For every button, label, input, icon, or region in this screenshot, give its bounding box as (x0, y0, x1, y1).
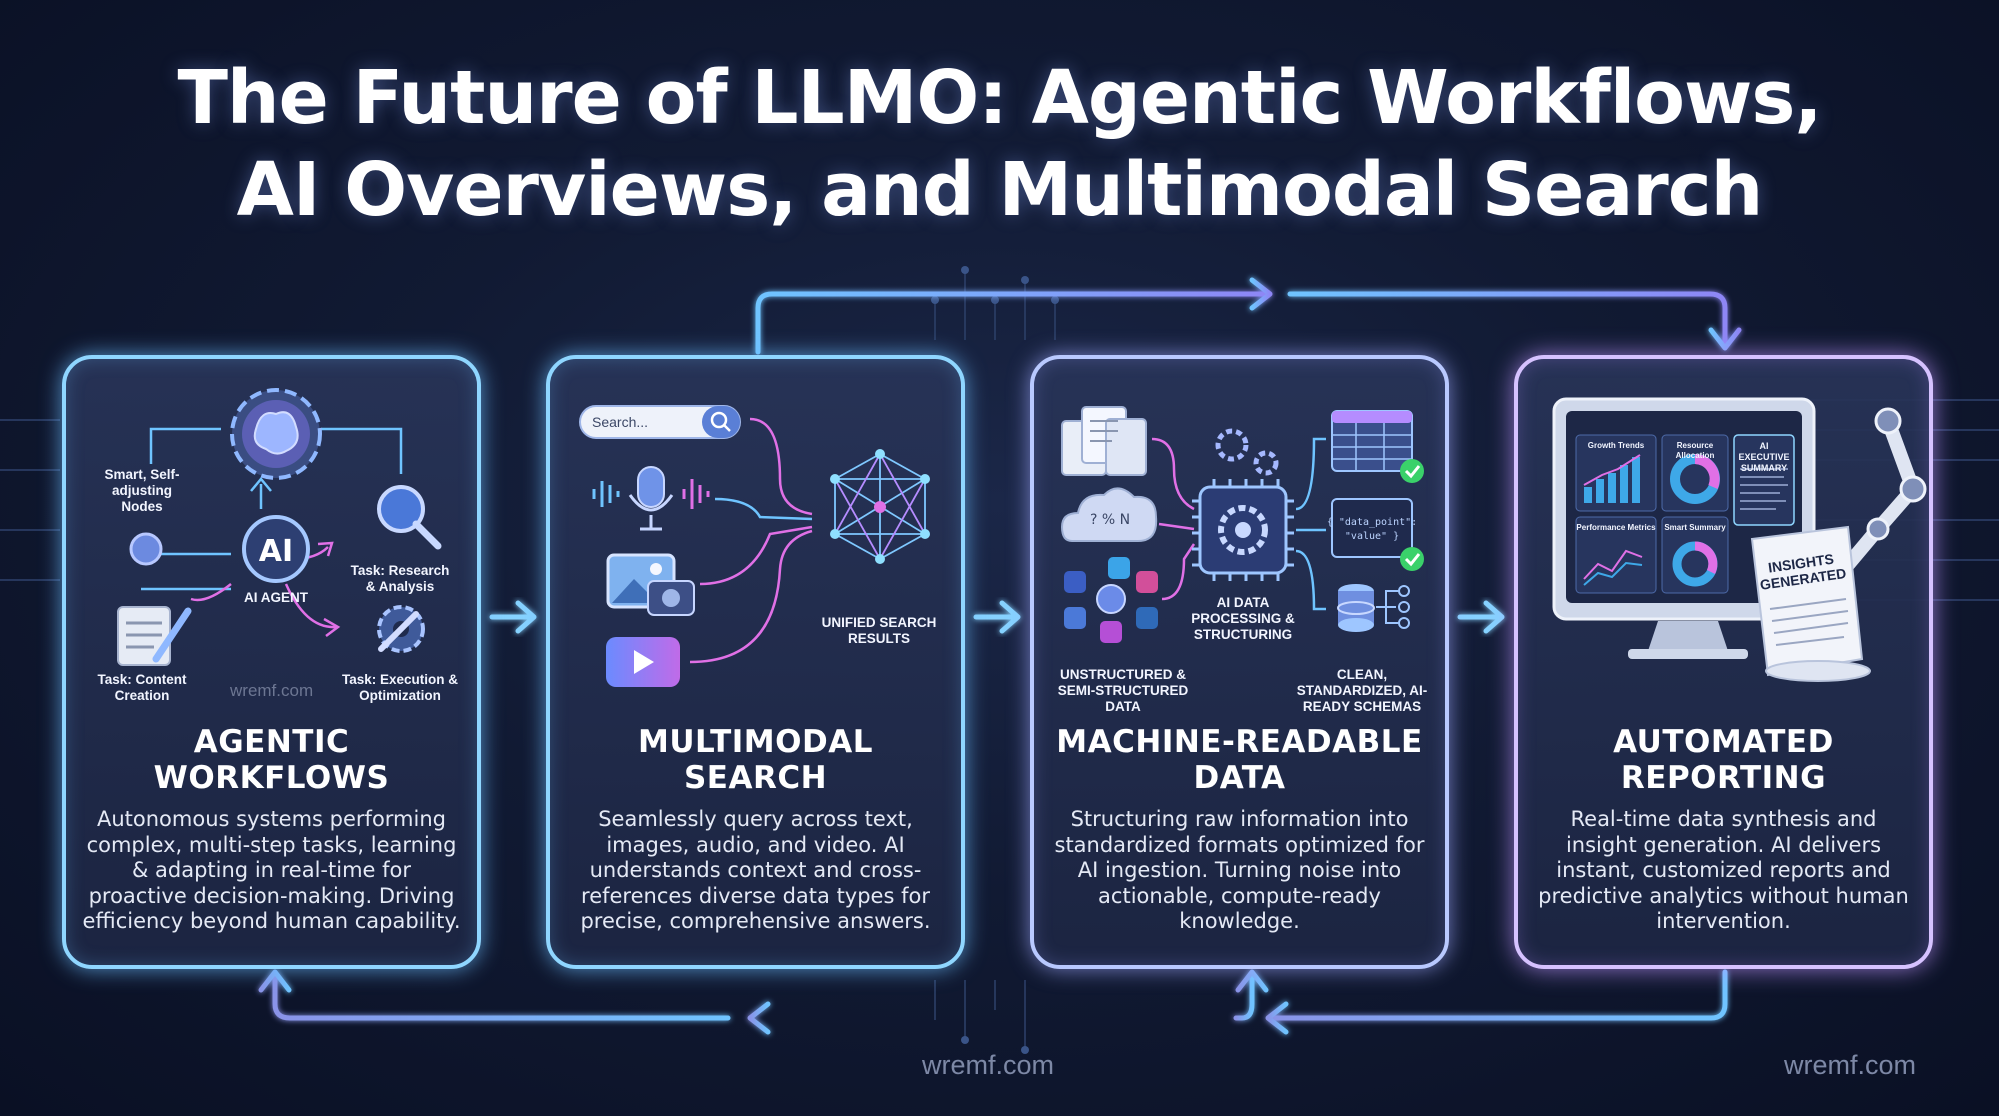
arrow-2-3 (973, 600, 1021, 634)
card-title: MACHINE-READABLE DATA (1056, 724, 1423, 796)
card-machine-readable-data: ? % N (1030, 355, 1449, 969)
cloud-icon: ? % N (1060, 487, 1158, 542)
arrow-1-2 (489, 600, 537, 634)
search-icon (710, 411, 731, 432)
ai-agent-icon: AI (242, 515, 310, 583)
svg-text:? % N: ? % N (1090, 512, 1130, 528)
monitor-icon (1552, 397, 1816, 659)
label-ai-processing: AI DATA PROCESSING & STRUCTURING (1191, 595, 1295, 642)
database-icon (1337, 584, 1410, 632)
card-description: Structuring raw information into standar… (1054, 807, 1425, 933)
label-resource-allocation: Resource Allocation (1675, 441, 1715, 460)
card-title: AGENTIC WORKFLOWS (153, 724, 390, 796)
card-description: Autonomous systems performing complex, m… (82, 807, 461, 933)
documents-icon (1061, 406, 1147, 476)
watermark-right: wremf.com (1784, 1050, 1917, 1080)
microphone-icon (592, 466, 710, 531)
card-title: MULTIMODAL SEARCH (637, 724, 873, 796)
scroll-icon (1750, 525, 1871, 682)
label-performance-metrics: Performance Metrics (1576, 523, 1656, 532)
card-title: AUTOMATED REPORTING (1613, 724, 1834, 796)
code-icon: { "data_point": "value" } (1327, 498, 1424, 571)
data-illustration: ? % N (1060, 406, 1424, 643)
card-agentic-workflows: AI Smart, Self-adjusting Nodes AI AGENT … (62, 355, 481, 969)
page-title: The Future of LLMO: Agentic Workflows, A… (0, 52, 1999, 236)
brain-gear-icon (230, 388, 322, 480)
network-icon (830, 449, 930, 564)
notepad-pencil-icon (117, 606, 192, 666)
label-clean-schemas: CLEAN, STANDARDIZED, AI-READY SCHEMAS (1296, 667, 1428, 714)
image-camera-icon (606, 553, 695, 616)
card-description: Real-time data synthesis and insight gen… (1538, 807, 1909, 933)
card-multimodal-search: Search... (546, 355, 965, 969)
wrench-gear-icon (377, 605, 425, 653)
card-description: Seamlessly query across text, images, au… (580, 807, 931, 933)
top-flow-arrow (755, 277, 1742, 355)
table-icon (1331, 410, 1424, 483)
svg-text:{ "data_point":: { "data_point": (1327, 517, 1417, 528)
card-watermark: wremf.com (230, 681, 314, 700)
label-task-research: Task: Research & Analysis (350, 563, 450, 594)
magnifier-icon (377, 485, 442, 550)
label-unified-results: UNIFIED SEARCH RESULTS (821, 615, 937, 646)
svg-text:AI: AI (259, 534, 293, 569)
social-icons (1064, 557, 1158, 643)
smart-node-icon (129, 532, 163, 566)
agentic-illustration: AI (117, 388, 442, 666)
reporting-illustration (1552, 397, 1927, 682)
title-line-2: AI Overviews, and Multimodal Search (236, 147, 1764, 233)
svg-text:"value" }: "value" } (1345, 531, 1399, 542)
chip-gear-icon (1192, 479, 1294, 581)
title-line-1: The Future of LLMO: Agentic Workflows, (177, 55, 1822, 141)
search-bar[interactable]: Search... (579, 405, 741, 439)
label-ai-agent: AI AGENT (244, 590, 308, 605)
label-task-content: Task: Content Creation (97, 672, 187, 703)
label-unstructured: UNSTRUCTURED & SEMI-STRUCTURED DATA (1057, 667, 1189, 714)
video-play-icon (606, 637, 680, 687)
label-smart-summary: Smart Summary (1664, 523, 1726, 532)
gears-icon (1215, 428, 1279, 476)
label-smart-nodes: Smart, Self-adjusting Nodes (104, 467, 180, 514)
label-executive-summary: AI EXECUTIVE SUMMARY (1738, 441, 1790, 473)
label-task-execution: Task: Execution & Optimization (341, 672, 459, 703)
multimodal-illustration: Search... (579, 405, 930, 687)
card-automated-reporting: Growth Trends Resource Allocation AI EXE… (1514, 355, 1933, 969)
label-growth-trends: Growth Trends (1587, 441, 1645, 450)
watermark-center: wremf.com (922, 1050, 1055, 1080)
arrow-3-4 (1457, 600, 1505, 634)
svg-text:Search...: Search... (592, 414, 648, 430)
bottom-flow-arrow (258, 969, 1728, 1035)
